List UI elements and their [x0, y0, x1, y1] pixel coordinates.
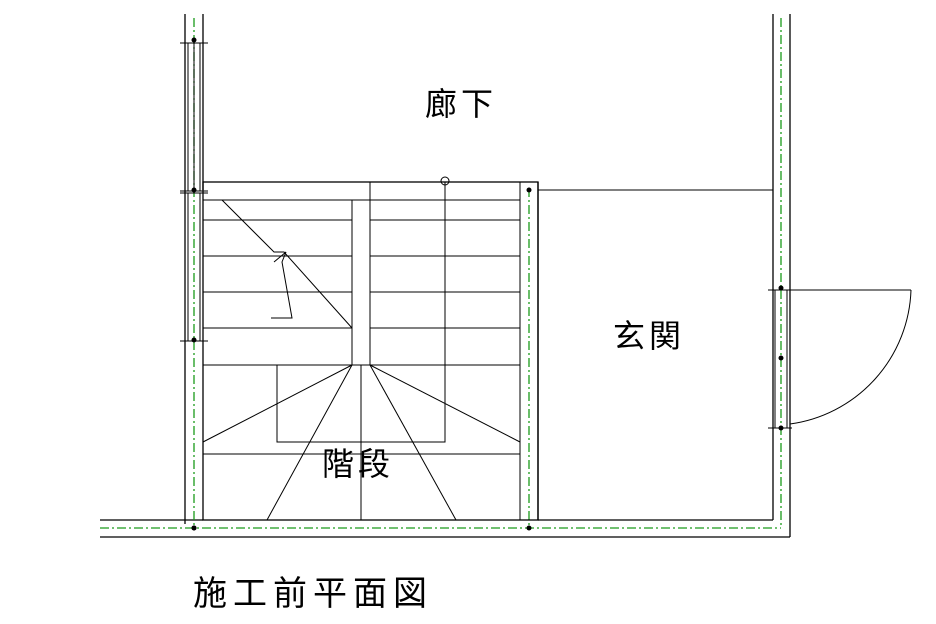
stairs-label: 階段: [322, 445, 394, 483]
entrance-area: [537, 182, 773, 521]
corridor-label: 廊下: [425, 85, 497, 123]
winder-treads: [202, 364, 521, 521]
entrance-door: [768, 285, 912, 431]
outer-walls: [100, 14, 791, 538]
stair-break-line: [221, 199, 353, 329]
drawing-title: 施工前平面図: [193, 574, 433, 614]
entrance-label: 玄関: [613, 317, 685, 355]
